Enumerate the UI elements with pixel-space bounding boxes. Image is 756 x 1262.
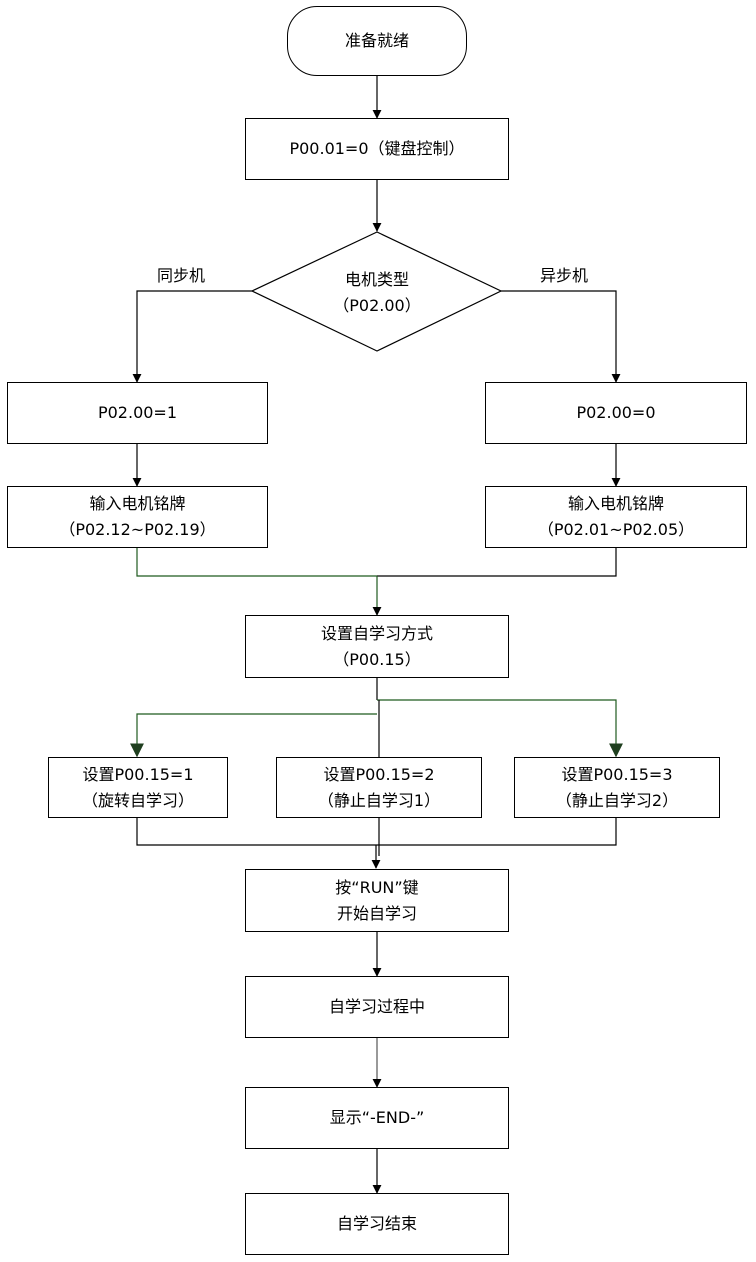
modes-merge-right <box>377 818 617 846</box>
async-nameplate-line2: （P02.01~P02.05） <box>537 520 695 539</box>
in-progress-label: 自学习过程中 <box>328 997 425 1016</box>
display-end-label: 显示“-END-” <box>329 1108 425 1127</box>
sync-nameplate-line2: （P02.12~P02.19） <box>59 520 216 539</box>
arrow-decision-async <box>501 290 621 383</box>
mode2-line1: 设置P00.15=2 <box>323 764 435 784</box>
display-end-node: 显示“-END-” <box>245 1087 509 1149</box>
set-mode-line1: 设置自学习方式 <box>320 623 433 643</box>
in-progress-node: 自学习过程中 <box>245 976 509 1038</box>
decision-line1: 电机类型 <box>344 270 409 289</box>
modes-merge-left <box>136 818 377 846</box>
sync-nameplate-line1: 输入电机铭牌 <box>89 494 186 513</box>
mode2-node: 设置P00.15=2 （静止自学习1） <box>276 757 482 818</box>
merge-line-right <box>377 548 617 577</box>
run-node: 按“RUN”键 开始自学习 <box>245 869 509 932</box>
sync-set-node: P02.00=1 <box>7 382 268 444</box>
mode1-node: 设置P00.15=1 （旋转自学习） <box>48 757 228 818</box>
set-mode-line2: （P00.15） <box>333 649 421 669</box>
decision-diamond <box>250 231 503 352</box>
mode1-line1: 设置P00.15=1 <box>82 764 194 784</box>
branch-label-right: 异步机 <box>540 266 589 285</box>
mode1-line2: （旋转自学习） <box>81 790 194 810</box>
async-set-node: P02.00=0 <box>485 382 747 444</box>
async-nameplate-line1: 输入电机铭牌 <box>567 494 664 513</box>
setmode-to-left <box>130 713 377 758</box>
arrow-decision-sync <box>132 290 252 383</box>
mode3-node: 设置P00.15=3 （静止自学习2） <box>514 757 720 818</box>
merge-line-left <box>136 548 377 577</box>
branch-label-left: 同步机 <box>157 266 206 285</box>
mode2-line2: （静止自学习1） <box>317 790 441 810</box>
mode3-line1: 设置P00.15=3 <box>561 764 673 784</box>
async-set-label: P02.00=0 <box>576 403 656 422</box>
decision-line2: （P02.00） <box>333 296 421 315</box>
finish-node: 自学习结束 <box>245 1193 509 1255</box>
sync-nameplate-node: 输入电机铭牌 （P02.12~P02.19） <box>7 486 268 548</box>
mode3-line2: （静止自学习2） <box>555 790 679 810</box>
finish-label: 自学习结束 <box>336 1214 417 1233</box>
set-mode-node: 设置自学习方式 （P00.15） <box>245 615 509 678</box>
setmode-to-right <box>377 699 623 758</box>
run-line2: 开始自学习 <box>336 903 417 923</box>
sync-set-label: P02.00=1 <box>97 403 178 422</box>
async-nameplate-node: 输入电机铭牌 （P02.01~P02.05） <box>485 486 747 548</box>
start-node: 准备就绪 <box>287 6 467 76</box>
start-node-label: 准备就绪 <box>344 31 409 50</box>
keypad-control-label: P00.01=0（键盘控制） <box>289 139 465 158</box>
keypad-control-node: P00.01=0（键盘控制） <box>245 118 509 180</box>
decision-node: 电机类型 （P02.00） <box>252 255 502 331</box>
run-line1: 按“RUN”键 <box>335 877 419 897</box>
